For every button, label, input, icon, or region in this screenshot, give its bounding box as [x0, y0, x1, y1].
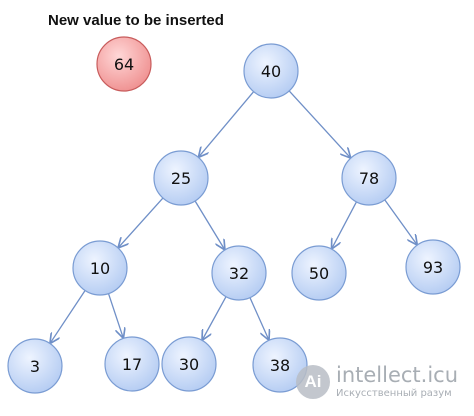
tree-node-30: 30: [161, 336, 217, 392]
edge-n10-n3: [51, 290, 86, 343]
tree-node-40: 40: [243, 43, 299, 99]
node-label: 17: [122, 355, 142, 374]
tree-node-17: 17: [104, 336, 160, 392]
node-circle: [7, 338, 63, 394]
node-label: 3: [30, 357, 40, 376]
node-label: 93: [423, 258, 443, 277]
tree-node-32: 32: [211, 245, 267, 301]
node-label: 78: [359, 169, 379, 188]
tree-node-3: 3: [7, 338, 63, 394]
node-circle: [243, 43, 299, 99]
tree-node-50: 50: [291, 245, 347, 301]
node-label: 38: [270, 356, 290, 375]
node-label: 50: [309, 264, 329, 283]
node-label: 30: [179, 355, 199, 374]
node-circle: [72, 240, 128, 296]
watermark-tagline: Искусственный разум: [336, 388, 452, 399]
node-label: 32: [229, 264, 249, 283]
edge-n78-n50: [332, 201, 357, 248]
node-circle: [161, 336, 217, 392]
node-label: 25: [171, 169, 191, 188]
node-label: 10: [90, 259, 110, 278]
watermark-logo: Ai: [296, 365, 330, 399]
tree-node-93: 93: [405, 239, 461, 295]
node-circle: [291, 245, 347, 301]
node-label: 64: [114, 55, 134, 74]
new-value-caption: New value to be inserted: [48, 12, 224, 29]
tree-node-78: 78: [341, 150, 397, 206]
new-value-node-64: 64: [96, 36, 152, 92]
node-circle: [341, 150, 397, 206]
edge-n25-n32: [194, 200, 224, 249]
watermark: Ai intellect.icu Искусственный разум: [296, 362, 458, 402]
edge-n32-n38: [249, 297, 269, 340]
tree-node-25: 25: [153, 150, 209, 206]
edge-n25-n10: [119, 197, 164, 247]
edge-n78-n93: [384, 199, 417, 244]
edge-n40-n78: [288, 90, 350, 157]
tree-node-10: 10: [72, 240, 128, 296]
node-circle: [405, 239, 461, 295]
node-circle: [96, 36, 152, 92]
nodes-layer: 40 25 78 10 32 50 93 3 17 30 38 64: [7, 36, 461, 394]
node-circle: [153, 150, 209, 206]
edge-n32-n30: [203, 296, 227, 340]
node-circle: [211, 245, 267, 301]
watermark-name: intellect.icu: [336, 363, 459, 387]
node-label: 40: [261, 62, 281, 81]
watermark-text: intellect.icu Искусственный разум: [336, 365, 458, 399]
tree-node-38: 38: [252, 337, 308, 393]
edges-layer: [51, 90, 417, 343]
node-circle: [104, 336, 160, 392]
edge-n10-n17: [107, 293, 124, 338]
edge-n40-n25: [199, 91, 255, 157]
